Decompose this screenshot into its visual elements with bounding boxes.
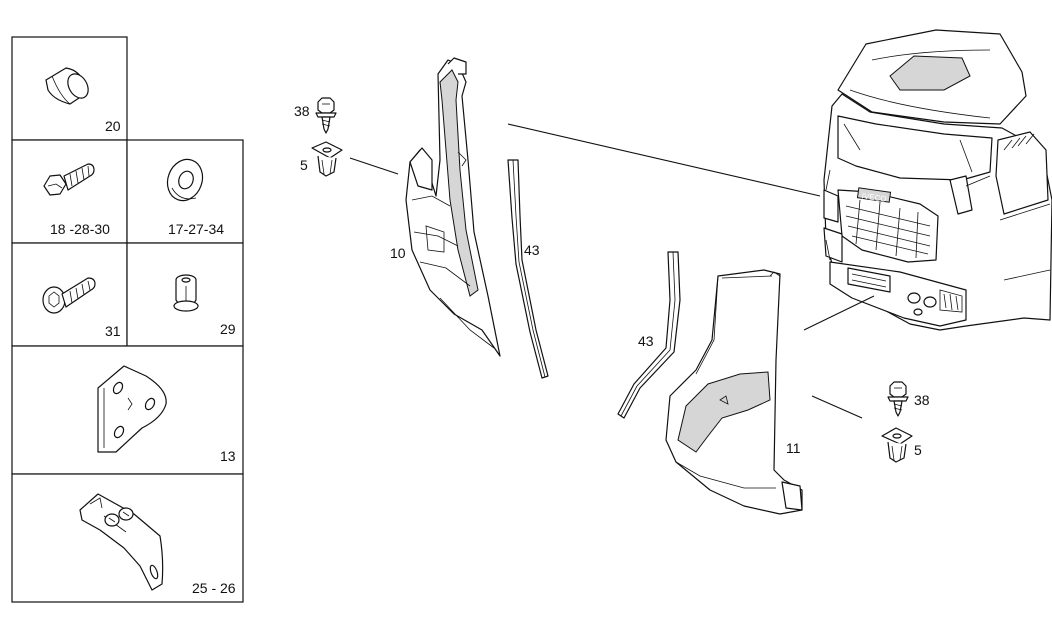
callout-5-left: 5: [300, 157, 308, 173]
fog-lamp-3: [913, 308, 923, 316]
bracket-plate-icon: [97, 365, 167, 453]
hinge-bracket-icon: [79, 493, 164, 591]
grille-badge: [856, 187, 892, 203]
truck-cab-illustration: IVECO: [823, 29, 1052, 331]
pillar-trim-10-part: [405, 57, 501, 357]
callout-43-right: 43: [638, 333, 654, 349]
callout-31: 31: [105, 323, 121, 339]
fog-lamp-1: [907, 292, 921, 304]
seal-strip-43-left-part: [507, 159, 549, 379]
roof-hatch: [889, 55, 971, 91]
torx-screw-icon: [42, 277, 96, 314]
screw-38-left-icon: [315, 97, 337, 134]
callout-20: 20: [105, 118, 121, 134]
callout-5-right: 5: [914, 442, 922, 458]
windshield: [837, 115, 993, 181]
callout-43-left: 43: [524, 242, 540, 258]
spacer-sleeve-icon: [45, 67, 89, 105]
clip-nut-5-right-icon: [881, 427, 913, 463]
callout-17-27-34: 17-27-34: [168, 221, 224, 237]
callout-11: 11: [786, 440, 801, 456]
grille-lettering: IVECO: [861, 191, 887, 203]
leader-cab-to-11: [803, 295, 875, 331]
right-pillar-group: 43 11 38 5: [617, 251, 930, 515]
leader-cab-to-10: [507, 123, 821, 197]
screw-38-right-icon: [887, 381, 909, 417]
front-lamp-left: [823, 189, 839, 223]
cell-part-18: [11, 139, 128, 244]
left-pillar-group: 38 5 10 43: [294, 57, 549, 379]
clip-nut-5-left-icon: [311, 141, 343, 177]
washer-icon: [166, 158, 204, 202]
fog-lamp-2: [923, 296, 937, 308]
callout-18-28-30: 18 -28-30: [50, 221, 110, 237]
parts-table: 20 18 -28-30 17-27-34 31: [11, 36, 244, 603]
leader-5-left: [349, 157, 399, 175]
callout-29: 29: [220, 321, 236, 337]
callout-13: 13: [220, 448, 236, 464]
flange-nut-icon: [173, 274, 199, 312]
hex-bolt-icon: [43, 163, 95, 196]
side-window: [995, 131, 1049, 215]
callout-38-left: 38: [294, 103, 310, 119]
pillar-trim-11-part: [665, 269, 803, 515]
callout-38-right: 38: [914, 392, 930, 408]
leader-fasteners-right: [811, 395, 863, 419]
callout-10: 10: [390, 245, 406, 261]
callout-25-26: 25 - 26: [192, 580, 236, 596]
seal-strip-43-right-part: [617, 251, 681, 419]
